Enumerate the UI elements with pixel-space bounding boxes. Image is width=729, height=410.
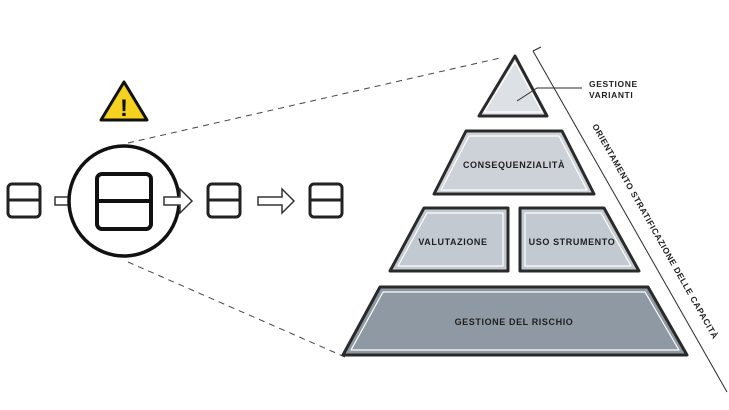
label-gestione-varianti-line2: VARIANTI — [589, 90, 633, 100]
label-uso-strumento: USO STRUMENTO — [529, 237, 616, 247]
process-step-1 — [6, 182, 42, 219]
pyramid-base-gestione-rischio — [341, 285, 689, 357]
pyramid-level-consequenzialita — [432, 129, 596, 196]
zoom-line-top — [127, 57, 501, 144]
warning-symbol: ! — [120, 95, 128, 122]
pyramid-level-uso-strumento — [518, 206, 641, 273]
process-step-current — [95, 172, 153, 231]
zoom-line-bottom — [127, 261, 346, 358]
process-step-3 — [206, 182, 242, 219]
warning-icon: ! — [99, 80, 149, 122]
flow-arrow-3 — [257, 187, 296, 215]
capability-pyramid — [341, 54, 689, 357]
pyramid-level-valutazione — [388, 206, 510, 273]
label-consequenzialita: CONSEQUENZIALITÀ — [463, 160, 565, 170]
process-step-4 — [308, 182, 344, 219]
pyramid-apex — [477, 54, 549, 118]
flow-arrow-2 — [163, 187, 194, 215]
orientation-axis-line — [532, 50, 728, 393]
label-valutazione: VALUTAZIONE — [418, 237, 487, 247]
apex-callout-line — [516, 87, 582, 102]
orientation-axis-tick — [532, 46, 542, 52]
label-gestione-rischio: GESTIONE DEL RISCHIO — [455, 317, 574, 327]
label-gestione-varianti-line1: GESTIONE — [589, 79, 638, 89]
